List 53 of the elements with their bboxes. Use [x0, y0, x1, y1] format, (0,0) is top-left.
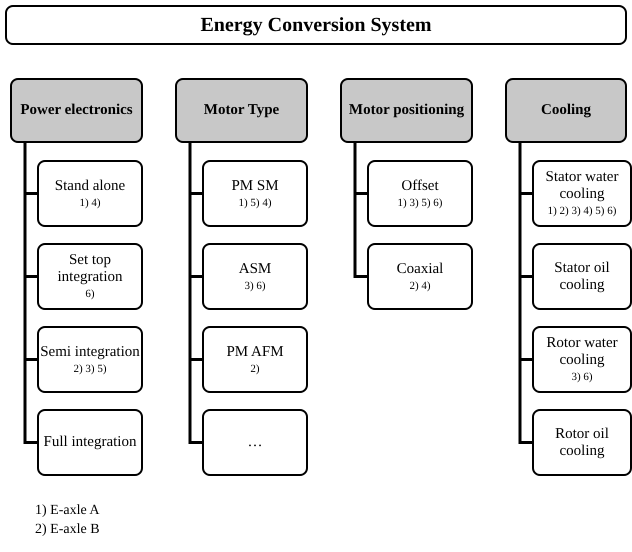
node-label: Offset [401, 178, 439, 194]
reference-numbers: 1) 5) 4) [238, 196, 272, 210]
connector-line [24, 143, 37, 444]
reference-numbers: 1) 4) [79, 196, 101, 210]
option-box [532, 326, 632, 393]
node-label: … [248, 434, 262, 451]
option-box [37, 160, 143, 227]
node-label: ASM [238, 260, 272, 278]
reference-numbers: 2) 3) 5) [74, 362, 106, 376]
reference-numbers: 2) [250, 362, 260, 376]
node-label: Rotor water cooling [545, 335, 619, 369]
node-label: PM SM [231, 178, 279, 194]
connector-line [518, 143, 532, 444]
category-box [505, 78, 627, 143]
option-box [367, 160, 473, 227]
reference-numbers: 1) 3) 5) 6) [398, 196, 442, 210]
option-box [367, 243, 473, 310]
option-box [532, 409, 632, 476]
node-label: Rotor oil cooling [554, 426, 610, 460]
option-box [532, 243, 632, 310]
node-label: Stator water cooling [544, 169, 620, 203]
node-label: Semi integration [40, 344, 140, 360]
option-box [532, 160, 632, 227]
reference-numbers: 3) 6) [244, 280, 266, 292]
option-box [202, 243, 308, 310]
node-label: Set top integration [56, 252, 124, 286]
category-box [10, 78, 143, 143]
option-box [37, 409, 143, 476]
node-label: Full integration [44, 434, 136, 451]
node-label: PM AFM [226, 344, 284, 360]
node-label: Stand alone [54, 178, 126, 194]
category-box [340, 78, 473, 143]
node-label: Motor Type [204, 102, 280, 119]
footnote-text: 1) E-axle A [35, 503, 100, 519]
title-box [5, 5, 627, 45]
option-box [202, 160, 308, 227]
connector-line [188, 143, 202, 444]
node-label: Power electronics [20, 102, 133, 119]
node-label: Cooling [540, 102, 591, 119]
reference-numbers: 6) [85, 288, 95, 301]
node-label: Motor positioning [348, 102, 464, 119]
reference-numbers: 1) 2) 3) 4) 5) 6) [548, 205, 616, 218]
reference-numbers: 3) 6) [571, 371, 593, 384]
option-box [202, 409, 308, 476]
node-label: Stator oil cooling [553, 260, 611, 294]
category-box [175, 78, 308, 143]
reference-numbers: 2) 4) [409, 280, 431, 292]
node-label: Coaxial [396, 260, 444, 278]
option-box [37, 243, 143, 310]
footnote-text: 2) E-axle B [35, 522, 100, 538]
option-box [202, 326, 308, 393]
node-label: Energy Conversion System [200, 16, 432, 34]
option-box [37, 326, 143, 393]
